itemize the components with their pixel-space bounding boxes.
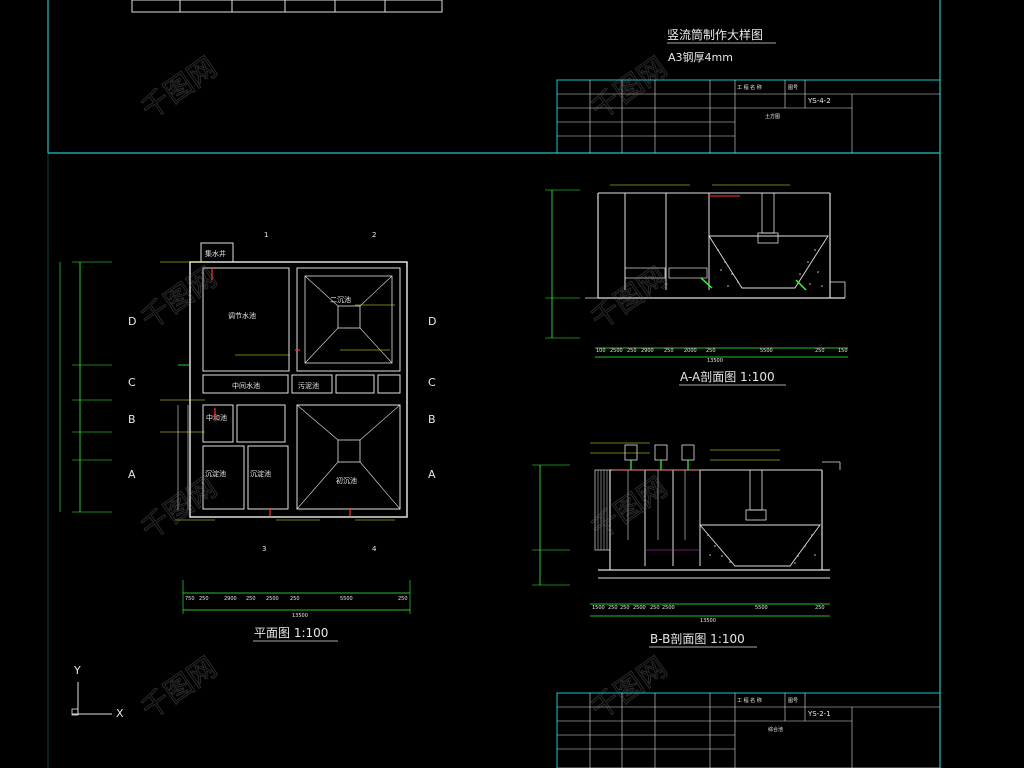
bottom-sheet: 工 程 名 称 图号 YS-2-1 综合池 xyxy=(47,153,941,768)
ucs-axis-icon: Y X xyxy=(71,664,124,720)
aa-dim-1: 2500 xyxy=(610,348,623,354)
tb-bottom-sheet: 图号 xyxy=(788,698,798,704)
plan-dim-total: 13500 xyxy=(292,613,308,619)
room-regulating: 调节水池 xyxy=(228,311,256,320)
section-bb-title: B-B剖面图 1:100 xyxy=(650,632,745,646)
watermark-text: 千图网 xyxy=(585,51,673,126)
watermark-text: 千图网 xyxy=(135,651,223,726)
axis-col-top-1: 2 xyxy=(372,231,376,239)
axis-col-bottom-0: 3 xyxy=(262,545,266,553)
aa-dim-total: 13500 xyxy=(707,358,723,364)
room-mid: 中和池 xyxy=(206,413,227,422)
plan-row-axes: D C B A D C B A xyxy=(128,315,436,481)
plan-dim-4: 2500 xyxy=(266,596,279,602)
bb-dim-7: 250 xyxy=(815,605,825,611)
aa-dim-6: 250 xyxy=(706,348,716,354)
bb-gravel xyxy=(707,534,816,564)
room-intermediate: 中间水池 xyxy=(232,381,260,390)
tb-top-project: 工 程 名 称 xyxy=(737,84,762,91)
aa-dim-3: 2900 xyxy=(641,348,654,354)
plan-dim-5: 250 xyxy=(290,596,300,602)
axis-row-right-3: A xyxy=(428,468,436,481)
plan-dim-2: 2900 xyxy=(224,596,237,602)
axis-row-right-0: D xyxy=(428,315,436,328)
tb-bottom-content: 综合池 xyxy=(768,726,783,733)
room-contact-right: 沉淀池 xyxy=(250,469,271,478)
room-secondary-settling: 二沉池 xyxy=(330,295,351,304)
tb-bottom-project: 工 程 名 称 xyxy=(737,697,762,704)
title-block-bottom: 工 程 名 称 图号 YS-2-1 综合池 xyxy=(556,692,941,768)
aa-dim-7: 5500 xyxy=(760,348,773,354)
aa-dim-0: 100 xyxy=(596,348,606,354)
plan-dim-0: 750 xyxy=(185,596,195,602)
axis-col-top-0: 1 xyxy=(264,231,268,239)
plan-left-dims xyxy=(59,261,112,513)
room-primary-settling: 初沉池 xyxy=(336,476,357,485)
detail-title: 竖流筒制作大样图 xyxy=(667,27,763,42)
plan-dim-6: 5500 xyxy=(340,596,353,602)
plan-dim-7: 250 xyxy=(398,596,408,602)
bb-dim-4: 250 xyxy=(650,605,660,611)
plan-dim-3: 250 xyxy=(246,596,256,602)
watermark-text: 千图网 xyxy=(135,51,223,126)
plan-stairs xyxy=(177,405,189,510)
aa-gravel xyxy=(717,249,823,287)
bb-dim-3: 2500 xyxy=(633,605,646,611)
section-bb: 1500 250 250 2500 250 2500 5500 250 1350… xyxy=(532,442,841,648)
aa-dim-5: 2000 xyxy=(684,348,697,354)
axis-row-right-1: C xyxy=(428,376,436,389)
bb-dim-1: 250 xyxy=(608,605,618,611)
bb-dim-2: 250 xyxy=(620,605,630,611)
section-aa: 100 2500 250 2900 250 2000 250 5500 250 … xyxy=(545,184,848,386)
plan-title: 平面图 1:100 xyxy=(254,626,328,640)
axis-col-bottom-1: 4 xyxy=(372,545,377,553)
axis-row-right-2: B xyxy=(428,413,436,426)
watermark-text: 千图网 xyxy=(135,471,223,546)
watermark-text: 千图网 xyxy=(135,261,223,336)
bb-stair xyxy=(594,469,611,551)
ucs-y-label: Y xyxy=(73,664,81,677)
aa-dim-2: 250 xyxy=(627,348,637,354)
tb-bottom-drawing-no: YS-2-1 xyxy=(807,710,831,718)
ucs-x-label: X xyxy=(116,707,124,720)
watermark-text: 千图网 xyxy=(585,651,673,726)
tb-top-sheet: 图号 xyxy=(788,85,798,91)
room-sludge: 污泥池 xyxy=(298,381,319,390)
aa-dim-8: 250 xyxy=(815,348,825,354)
plan-pipes xyxy=(160,261,395,521)
watermark-overlay: 千图网 千图网 千图网 千图网 千图网 千图网 千图网 千图网 xyxy=(135,50,674,726)
top-sheet: 竖流筒制作大样图 A3钢厚4mm 工 程 名 称 图号 YS-4-2 土方图 xyxy=(47,0,941,154)
tb-top-drawing-no: YS-4-2 xyxy=(807,97,831,105)
plan-view: 集水井 调节水池 二沉池 中间水池 污泥池 中和池 沉淀池 沉淀池 xyxy=(59,231,436,642)
room-collect-well: 集水井 xyxy=(205,249,226,258)
bb-dim-total: 13500 xyxy=(700,618,716,624)
axis-row-left-2: B xyxy=(128,413,136,426)
tb-top-content: 土方图 xyxy=(765,113,780,120)
top-table-fragment xyxy=(131,0,443,13)
plan-col-axes: 1 2 3 4 xyxy=(262,231,377,553)
plan-bottom-dims: 750 250 2900 250 2500 250 5500 250 13500 xyxy=(182,580,411,619)
bb-dim-6: 5500 xyxy=(755,605,768,611)
plan-dim-1: 250 xyxy=(199,596,209,602)
bb-dim-5: 2500 xyxy=(662,605,675,611)
aa-dim-4: 250 xyxy=(664,348,674,354)
aa-dim-9: 150 xyxy=(838,348,848,354)
title-block-top: 工 程 名 称 图号 YS-4-2 土方图 xyxy=(556,79,941,154)
section-aa-title: A-A剖面图 1:100 xyxy=(680,370,775,384)
room-contact-left: 沉淀池 xyxy=(205,469,226,478)
axis-row-left-0: D xyxy=(128,315,136,328)
bb-dim-0: 1500 xyxy=(592,605,605,611)
axis-row-left-1: C xyxy=(128,376,136,389)
detail-note: A3钢厚4mm xyxy=(668,51,733,64)
axis-row-left-3: A xyxy=(128,468,136,481)
